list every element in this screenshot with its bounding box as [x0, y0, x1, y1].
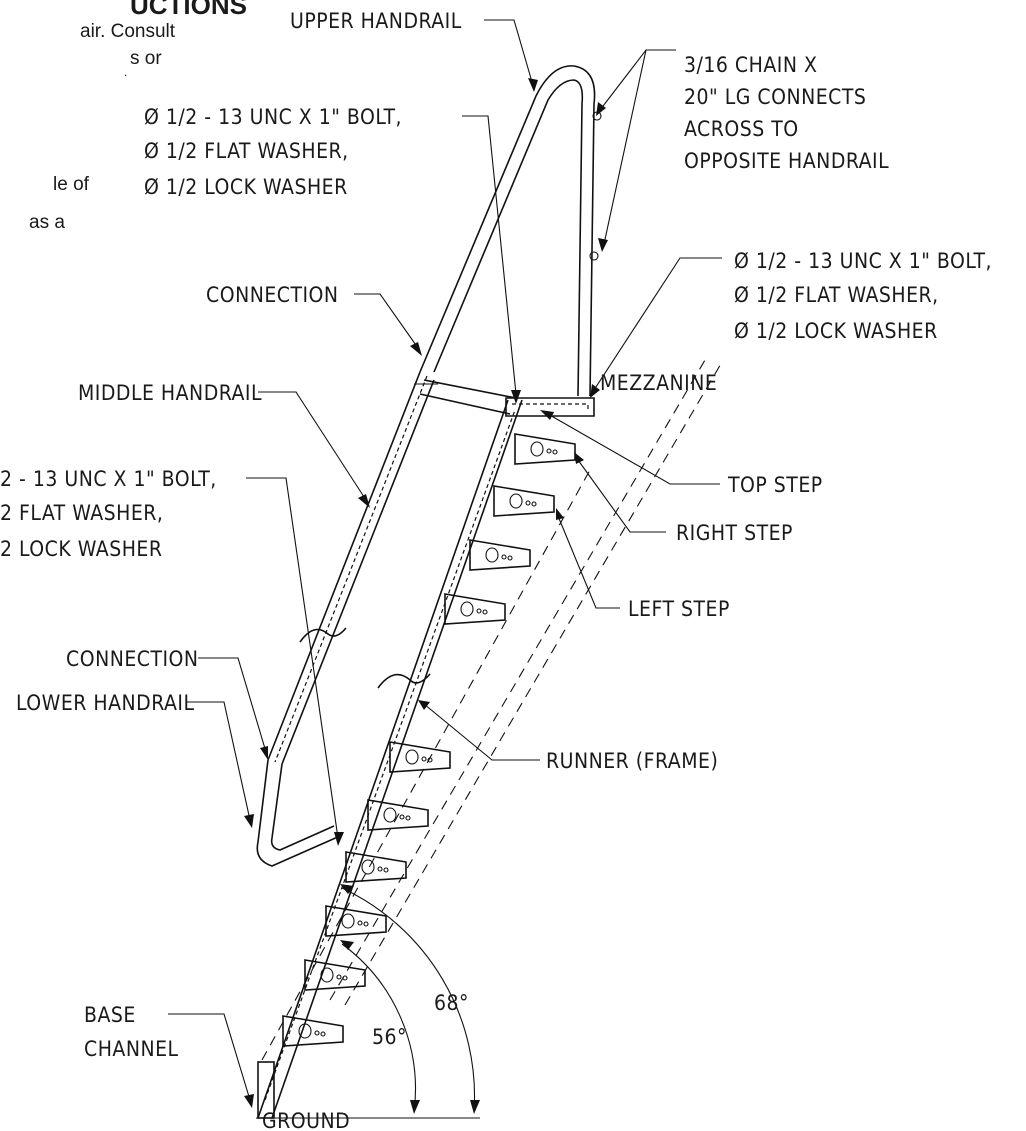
step [304, 959, 366, 991]
ref-line-56 [261, 469, 591, 1061]
steps [282, 433, 576, 1047]
label-base-channel-2: CHANNEL [84, 1037, 179, 1061]
lower-handrail [256, 759, 341, 867]
label-chain-line-1: 3/16 CHAIN X [684, 53, 817, 77]
label-bolt-right-1: Ø 1/2 - 13 UNC X 1" BOLT, [734, 249, 992, 273]
label-left-step: LEFT STEP [628, 597, 730, 621]
label-bolt-upper-left-3: Ø 1/2 LOCK WASHER [144, 175, 348, 199]
label-base-channel-1: BASE [84, 1003, 136, 1027]
intro-line-4: as a [29, 212, 65, 233]
labels: UPPER HANDRAIL 3/16 CHAIN X 20" LG CONNE… [0, 9, 992, 1131]
upper-handrail [419, 65, 602, 397]
label-ground: GROUND [262, 1109, 350, 1131]
leaders [168, 19, 722, 1108]
label-chain-line-4: OPPOSITE HANDRAIL [684, 149, 889, 173]
label-right-step: RIGHT STEP [676, 521, 793, 545]
label-upper-handrail: UPPER HANDRAIL [290, 9, 462, 33]
label-connection-upper: CONNECTION [206, 283, 339, 307]
ref-line-68-b [344, 361, 723, 1006]
label-mezzanine: MEZZANINE [600, 371, 717, 395]
reference-lines [261, 359, 723, 1061]
intro-text: UCTIONS air. Consult s or . le of as a [29, 0, 247, 233]
label-bolt-right-3: Ø 1/2 LOCK WASHER [734, 319, 938, 343]
step [514, 433, 576, 465]
intro-line-1: air. Consult [80, 21, 176, 42]
middle-handrail [267, 371, 517, 765]
ref-line-68-a [329, 359, 706, 1001]
label-chain-line-3: ACROSS TO [684, 117, 799, 141]
step [367, 799, 429, 831]
label-chain-line-2: 20" LG CONNECTS [684, 85, 866, 109]
step [389, 741, 451, 773]
step [282, 1015, 344, 1047]
angle-arcs [340, 884, 480, 1114]
intro-dot: . [124, 65, 127, 79]
step [493, 485, 555, 517]
label-lower-handrail: LOWER HANDRAIL [16, 691, 194, 715]
intro-heading: UCTIONS [130, 0, 247, 20]
step [345, 851, 407, 883]
label-connection-lower: CONNECTION [66, 647, 199, 671]
label-bolt-upper-left-1: Ø 1/2 - 13 UNC X 1" BOLT, [144, 105, 402, 129]
label-runner: RUNNER (FRAME) [546, 749, 718, 773]
step [444, 593, 506, 625]
label-bolt-middle-left-3: 2 LOCK WASHER [0, 537, 162, 561]
label-angle-68: 68° [434, 991, 469, 1015]
label-bolt-upper-left-2: Ø 1/2 FLAT WASHER, [144, 139, 349, 163]
label-bolt-right-2: Ø 1/2 FLAT WASHER, [734, 283, 939, 307]
intro-line-3: le of [53, 174, 90, 195]
base-channel [256, 1061, 480, 1119]
label-bolt-middle-left-1: 2 - 13 UNC X 1" BOLT, [0, 467, 217, 491]
intro-line-2: s or [130, 48, 162, 69]
step [469, 539, 531, 571]
label-bolt-middle-left-2: 2 FLAT WASHER, [0, 501, 163, 525]
label-top-step: TOP STEP [727, 473, 823, 497]
label-middle-handrail: MIDDLE HANDRAIL [78, 381, 262, 405]
step [325, 905, 387, 937]
top-step-platform [505, 397, 595, 417]
label-angle-56: 56° [372, 1025, 407, 1049]
